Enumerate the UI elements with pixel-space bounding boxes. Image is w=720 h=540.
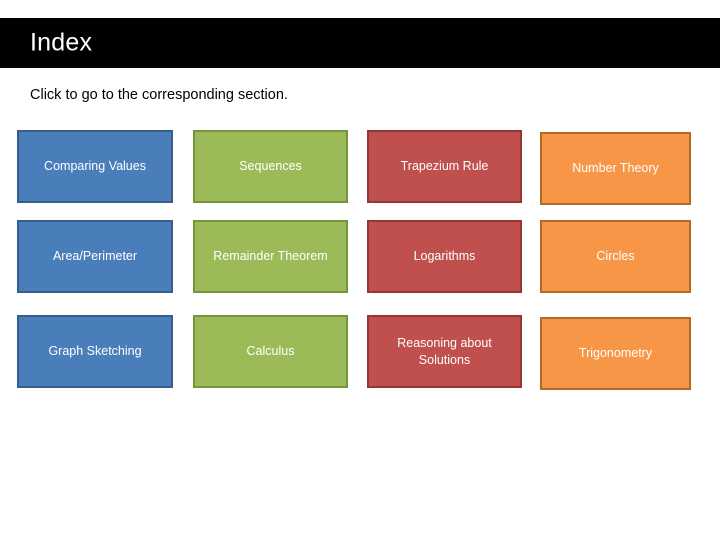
index-link-label: Circles — [596, 249, 635, 264]
index-link-label: Reasoning about Solutions — [397, 335, 492, 367]
index-link-trigonometry[interactable]: Trigonometry — [540, 317, 691, 390]
index-link-label: Calculus — [246, 344, 295, 359]
header-bar: Index — [0, 18, 720, 68]
index-link-comparing-values[interactable]: Comparing Values — [17, 130, 173, 203]
instruction-text: Click to go to the corresponding section… — [30, 87, 288, 103]
index-link-graph-sketching[interactable]: Graph Sketching — [17, 315, 173, 388]
index-link-remainder-theorem[interactable]: Remainder Theorem — [193, 220, 348, 293]
index-link-calculus[interactable]: Calculus — [193, 315, 348, 388]
index-link-reasoning-about-solutions[interactable]: Reasoning about Solutions — [367, 315, 522, 388]
index-link-label: Sequences — [239, 159, 302, 174]
index-link-area-perimeter[interactable]: Area/Perimeter — [17, 220, 173, 293]
index-link-label: Area/Perimeter — [52, 249, 138, 264]
index-link-logarithms[interactable]: Logarithms — [367, 220, 522, 293]
index-link-trapezium-rule[interactable]: Trapezium Rule — [367, 130, 522, 203]
index-link-circles[interactable]: Circles — [540, 220, 691, 293]
index-link-sequences[interactable]: Sequences — [193, 130, 348, 203]
index-link-label: Graph Sketching — [48, 344, 142, 359]
index-link-label: Comparing Values — [44, 159, 146, 174]
page-title: Index — [30, 28, 93, 57]
index-link-label: Logarithms — [413, 249, 476, 264]
index-link-number-theory[interactable]: Number Theory — [540, 132, 691, 205]
index-link-label: Trapezium Rule — [400, 159, 489, 174]
index-link-label: Trigonometry — [578, 346, 653, 361]
index-link-label: Remainder Theorem — [213, 249, 328, 264]
index-link-label: Number Theory — [572, 161, 659, 176]
